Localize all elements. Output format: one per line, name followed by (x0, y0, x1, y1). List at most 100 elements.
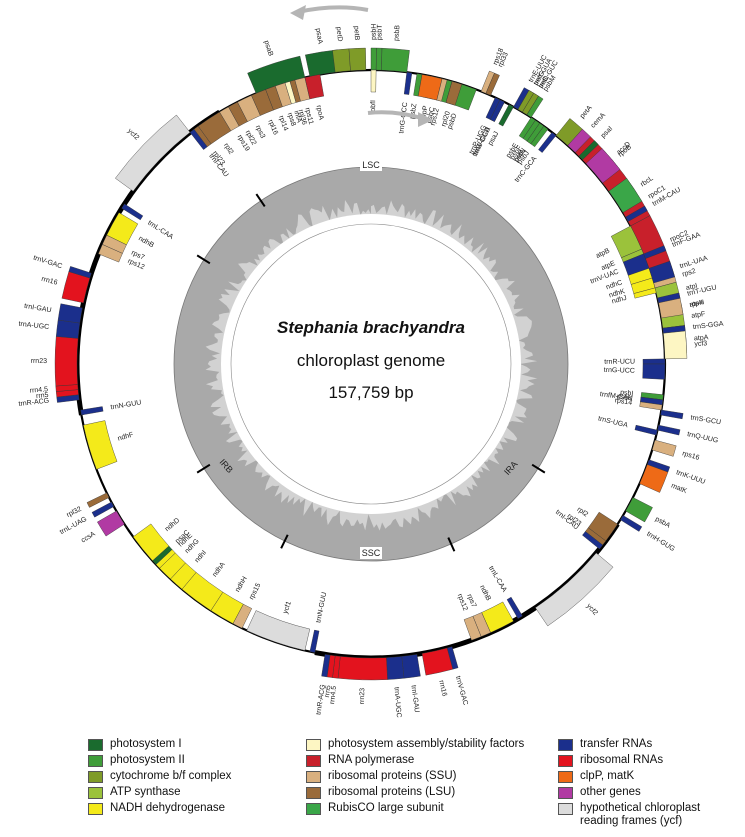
gene-label: ndhC (605, 279, 623, 291)
legend-label: photosystem assembly/stability factors (328, 738, 525, 750)
gene-rrn16 (421, 647, 454, 676)
gene-label: ycf3 (694, 340, 707, 348)
gene-label: atpI (685, 283, 698, 293)
gene-label: psaA (314, 28, 323, 45)
gene-label: rrn5 (36, 392, 49, 400)
gene-label: rps15 (248, 582, 262, 601)
gene-rps4 (658, 298, 684, 319)
legend-swatch (558, 787, 573, 799)
gene-label: psbZ (409, 102, 419, 119)
gene-label: rps11 (303, 107, 314, 125)
gene-petB (348, 47, 367, 71)
legend-item: other genes (558, 786, 740, 802)
gene-trnC-GCA (538, 132, 557, 153)
region-boundaries (196, 193, 546, 552)
legend-label: transfer RNAs (580, 738, 653, 750)
gene-label: ndhK (608, 288, 626, 299)
gene-label: trnL-CAA (146, 220, 174, 242)
legend-item: photosystem II (88, 754, 231, 770)
gene-label: rrn4.5 (30, 386, 49, 394)
species-name: Stephania brachyandra (277, 318, 465, 337)
gene-label: rps12 (430, 108, 441, 127)
gene-petL (522, 92, 539, 115)
gene-trnM-CAU (625, 205, 648, 222)
gene-rpoA (304, 74, 324, 100)
gene-label: trnN-GUU (315, 592, 328, 624)
gene-label: clpP (420, 105, 430, 120)
gene-trnN-GUU (309, 629, 320, 653)
gene-trnR-ACG (321, 654, 331, 678)
gene-label: psbC (426, 107, 437, 125)
gene-label: rpl32 (66, 506, 83, 519)
legend-label: cytochrome b/f complex (110, 770, 232, 782)
gene-label: ccsA (80, 530, 97, 544)
gene-accD (585, 148, 621, 184)
gene-label: psbH (371, 24, 378, 40)
legend-label: ribosomal proteins (SSU) (328, 770, 457, 782)
gene-label: psbB (393, 25, 401, 42)
gene-rpl32 (86, 492, 110, 508)
gene-rrn23 (54, 336, 79, 387)
gene-psaJ (498, 104, 514, 127)
legend-label: ATP synthase (110, 786, 181, 798)
gene-label: rps8 (286, 112, 297, 127)
gene-label: trnQ-UUG (686, 431, 718, 445)
gene-label: trnR-UCU (604, 359, 635, 366)
gene-trnN-GUU (80, 406, 104, 416)
gene-label: rpl20 (441, 110, 452, 127)
gene-label: rrn4.5 (329, 685, 338, 704)
gene-psbJ (530, 125, 549, 148)
genome-type: chloroplast genome (297, 351, 445, 370)
gene-label: trnfM-CAU (599, 391, 633, 402)
gene-label: trnH-GUG (645, 531, 676, 553)
boundary-tick (447, 537, 456, 552)
gene-rps12 (436, 78, 448, 102)
gene-label: ndhF (117, 431, 134, 442)
gene-label: trnN-GUU (110, 399, 142, 411)
legend-swatch (88, 755, 103, 767)
legend-label: ribosomal RNAs (580, 754, 664, 766)
gene-rps14 (639, 401, 663, 411)
gene-label: rrn5 (324, 685, 333, 698)
gene-petD (332, 48, 351, 73)
legend-item: RNA polymerase (306, 754, 524, 770)
ssc-box (360, 547, 382, 559)
gene-label: ndhJ (611, 295, 627, 306)
region-ssc: SSC (362, 548, 381, 558)
gene-label: trnI-GAU (409, 685, 420, 713)
gene-psbB (381, 47, 410, 73)
gene-label: rrn16 (437, 680, 447, 698)
gene-label: trnG-GCC (398, 102, 409, 134)
legend-swatch (88, 803, 103, 815)
gene-label: atpB (595, 247, 611, 260)
gene-ndhB (106, 212, 139, 246)
legend-swatch (558, 755, 573, 767)
legend-item: hypothetical chloroplast reading frames … (558, 802, 740, 827)
gene-rpl20 (445, 81, 463, 106)
boundary-tick (280, 534, 289, 549)
gene-label: trnA-UGC (18, 321, 49, 331)
gene-label: ndhA (211, 561, 227, 579)
legend-label: photosystem II (110, 754, 185, 766)
gene-trnR-UCU (642, 358, 666, 365)
gene-label: psbA (654, 516, 672, 530)
direction-arrow-outer (297, 5, 369, 14)
gene-label: rpl14 (277, 115, 289, 132)
gene-label: trnG-UCC (604, 367, 635, 375)
legend-swatch (306, 771, 321, 783)
gene-trnA-UGC (386, 656, 405, 680)
gene-label: ycf2 (585, 603, 599, 617)
gene-psaI (578, 140, 599, 161)
gene-label: psaB (262, 40, 274, 58)
direction-arrow-inner-head (418, 112, 433, 127)
gene-label: trnS-GCU (690, 414, 721, 426)
gene-label: trnI-GAU (24, 303, 52, 314)
gene-label: rps2 (682, 268, 697, 279)
legend-item: photosystem I (88, 738, 231, 754)
gene-label: psbK (616, 393, 633, 402)
gene-label: atpH (689, 299, 705, 309)
gene-rps12 (463, 615, 482, 641)
gene-label: ndhB (137, 235, 155, 249)
